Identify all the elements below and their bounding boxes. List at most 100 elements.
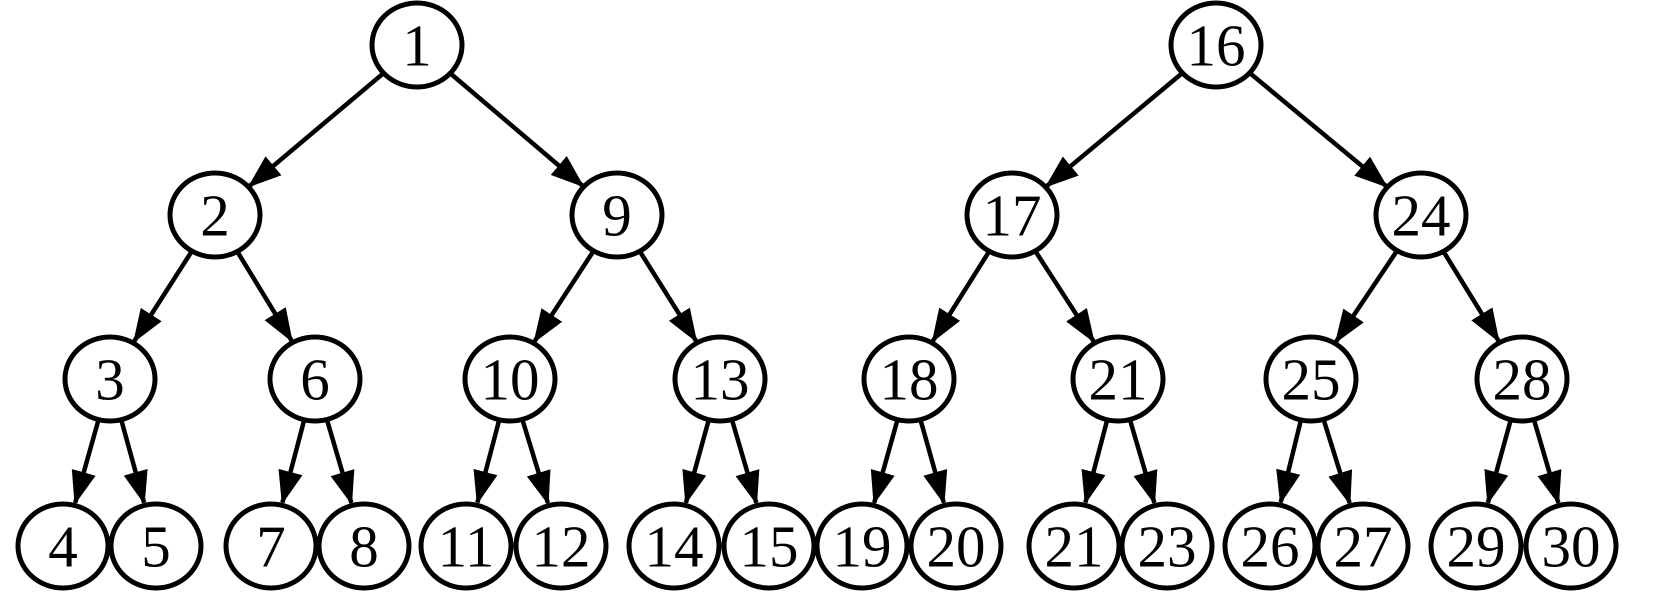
node-circle xyxy=(15,501,111,591)
node-label: 9 xyxy=(602,183,632,249)
node-circle xyxy=(1315,501,1411,591)
edge-n1-n2 xyxy=(247,70,386,188)
node-circle xyxy=(462,334,558,424)
tree-node-n5: 5 xyxy=(108,501,204,591)
node-circle xyxy=(1373,170,1469,260)
node-label: 8 xyxy=(349,514,379,580)
tree-node-n21b: 21 xyxy=(1026,501,1122,591)
edge-n25-n27 xyxy=(1321,419,1353,506)
edge-n16-n24 xyxy=(1247,70,1389,189)
node-label: 23 xyxy=(1138,514,1197,580)
node-label: 12 xyxy=(532,514,591,580)
edge-n25-n26 xyxy=(1276,420,1303,505)
node-circle xyxy=(1222,501,1318,591)
node-circle xyxy=(1168,0,1264,90)
edge-n13-n15 xyxy=(729,419,760,505)
tree-node-n30: 30 xyxy=(1523,501,1619,591)
node-label: 16 xyxy=(1187,13,1246,79)
edge-n13-n14 xyxy=(682,419,711,505)
node-circle xyxy=(223,501,319,591)
node-circle xyxy=(1026,501,1122,591)
tree-node-n21: 21 xyxy=(1070,334,1166,424)
tree-node-n15: 15 xyxy=(721,501,817,591)
tree-node-n17: 17 xyxy=(964,170,1060,260)
edge-n18-n19 xyxy=(870,419,900,505)
edge-n17-n18 xyxy=(931,250,992,343)
edge-n2-n3 xyxy=(132,250,194,343)
node-label: 28 xyxy=(1493,347,1552,413)
node-circle xyxy=(964,170,1060,260)
edge-n6-n7 xyxy=(278,420,307,505)
node-label: 20 xyxy=(927,514,986,580)
node-label: 7 xyxy=(256,514,286,580)
tree-node-n8: 8 xyxy=(316,501,412,591)
node-label: 5 xyxy=(141,514,171,580)
node-label: 24 xyxy=(1392,183,1451,249)
tree-node-n9: 9 xyxy=(569,170,665,260)
tree-node-n25: 25 xyxy=(1263,334,1359,424)
tree-node-n1: 1 xyxy=(369,0,465,90)
edge-n9-n10 xyxy=(532,249,596,344)
node-circle xyxy=(108,501,204,591)
node-label: 10 xyxy=(481,347,540,413)
node-circle xyxy=(672,334,768,424)
node-label: 6 xyxy=(300,347,330,413)
node-circle xyxy=(626,501,722,591)
tree-node-n4: 4 xyxy=(15,501,111,591)
node-circle xyxy=(167,170,263,260)
node-circle xyxy=(814,501,910,591)
node-label: 26 xyxy=(1241,514,1300,580)
node-label: 21 xyxy=(1089,347,1148,413)
edge-n16-n17 xyxy=(1044,70,1185,188)
edge-n28-n29 xyxy=(1484,419,1513,505)
tree-node-n24: 24 xyxy=(1373,170,1469,260)
edge-n3-n5 xyxy=(119,419,148,505)
edge-n28-n30 xyxy=(1531,419,1562,505)
tree-node-n11: 11 xyxy=(418,501,514,591)
edge-n2-n6 xyxy=(235,250,294,343)
tree-node-n16: 16 xyxy=(1168,0,1264,90)
edge-n10-n12 xyxy=(520,419,551,506)
node-circle xyxy=(62,334,158,424)
edge-n24-n28 xyxy=(1441,250,1501,343)
node-label: 1 xyxy=(402,13,432,79)
edge-n3-n4 xyxy=(71,419,101,505)
node-circle xyxy=(1263,334,1359,424)
node-circle xyxy=(1474,334,1570,424)
node-circle xyxy=(1119,501,1215,591)
tree-node-n26: 26 xyxy=(1222,501,1318,591)
edge-n6-n8 xyxy=(324,419,355,505)
edge-n18-n20 xyxy=(918,419,948,505)
tree-node-n7: 7 xyxy=(223,501,319,591)
tree-node-n2: 2 xyxy=(167,170,263,260)
node-circle xyxy=(1428,501,1524,591)
node-label: 3 xyxy=(95,347,125,413)
node-label: 21 xyxy=(1045,514,1104,580)
node-circle xyxy=(721,501,817,591)
tree-node-n18: 18 xyxy=(861,334,957,424)
node-label: 17 xyxy=(983,183,1042,249)
node-label: 2 xyxy=(200,183,230,249)
node-label: 19 xyxy=(833,514,892,580)
edge-n24-n25 xyxy=(1334,249,1399,344)
tree-node-n10: 10 xyxy=(462,334,558,424)
edge-n21-n21b xyxy=(1081,420,1110,505)
tree-node-n13: 13 xyxy=(672,334,768,424)
tree-node-n3: 3 xyxy=(62,334,158,424)
node-label: 25 xyxy=(1282,347,1341,413)
edge-n21-n23 xyxy=(1127,419,1158,505)
tree-node-n23: 23 xyxy=(1119,501,1215,591)
node-label: 4 xyxy=(48,514,78,580)
edge-n9-n13 xyxy=(637,250,698,343)
node-label: 18 xyxy=(880,347,939,413)
tree-node-n27: 27 xyxy=(1315,501,1411,591)
node-circle xyxy=(569,170,665,260)
tree-node-n6: 6 xyxy=(267,334,363,424)
node-label: 30 xyxy=(1542,514,1601,580)
node-circle xyxy=(861,334,957,424)
edge-n17-n21 xyxy=(1033,249,1096,344)
